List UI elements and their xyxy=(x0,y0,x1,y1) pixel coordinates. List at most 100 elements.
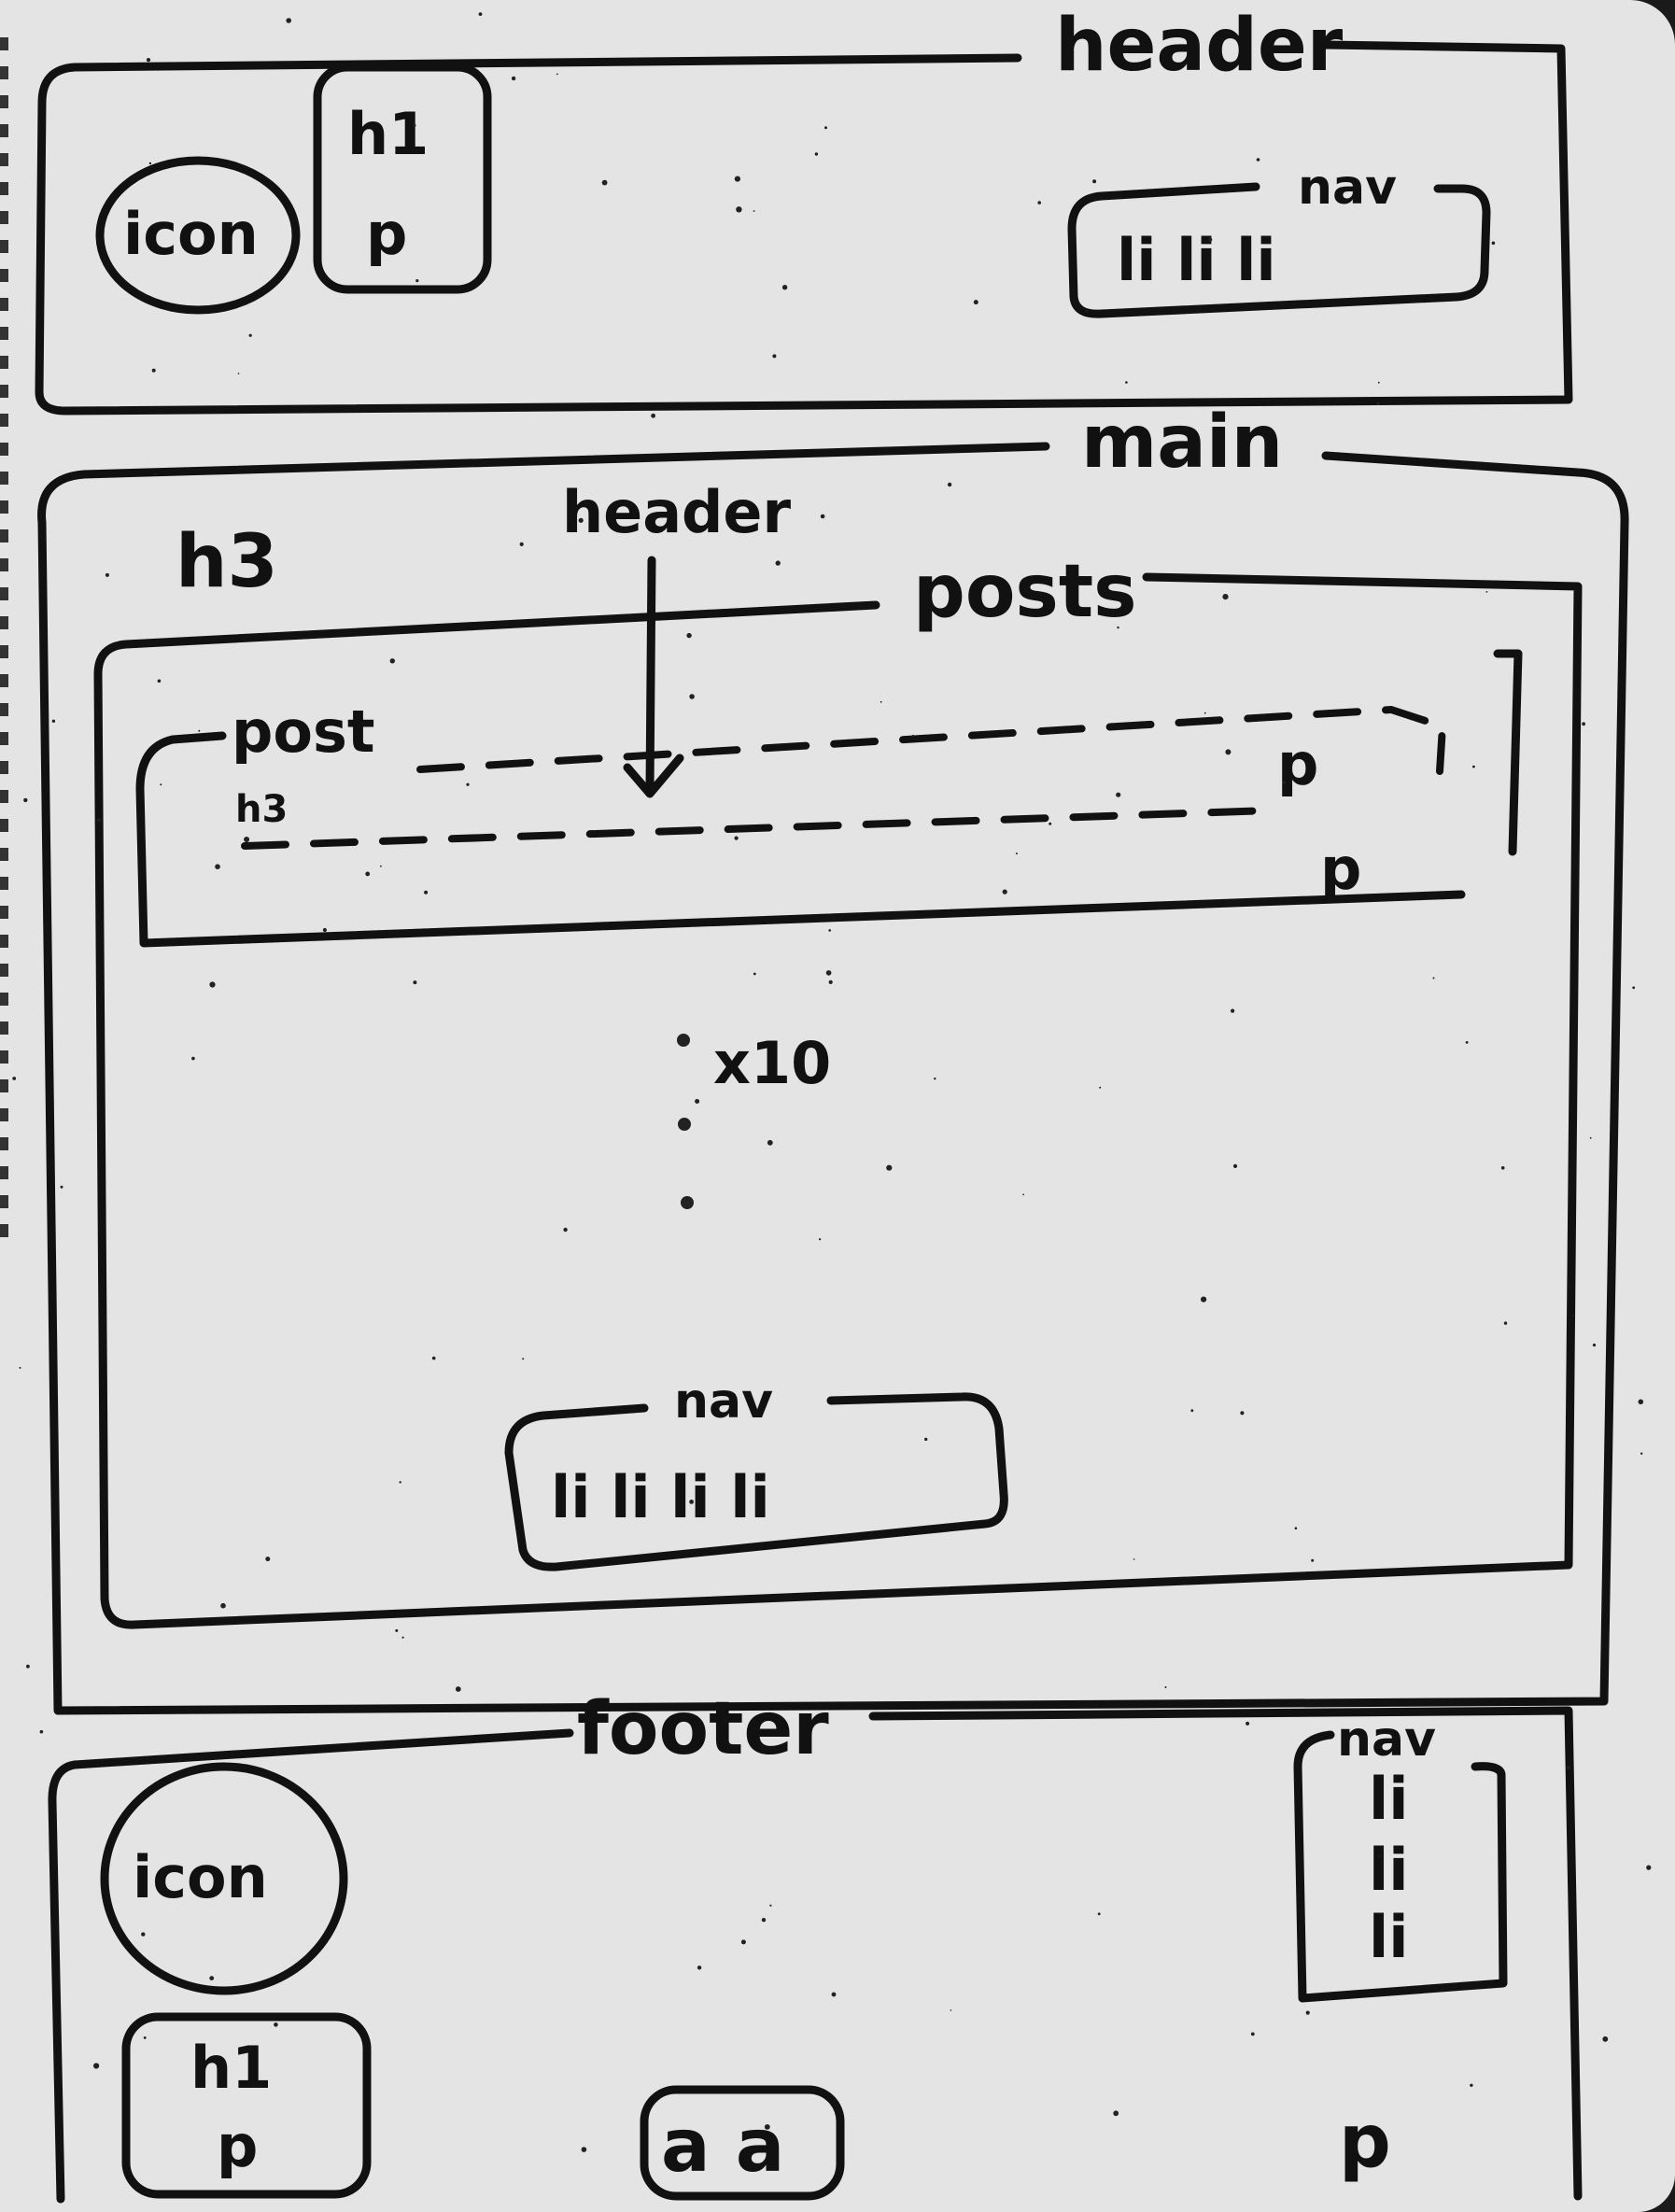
binding-mark xyxy=(0,906,8,919)
paper-speck xyxy=(1201,1296,1207,1303)
paper-speck xyxy=(651,413,655,418)
paper-speck xyxy=(51,719,56,723)
header-icon-circle xyxy=(95,156,301,315)
paper-speck xyxy=(819,1238,822,1241)
binding-mark xyxy=(0,761,8,774)
paper-speck xyxy=(244,837,250,842)
paper-speck xyxy=(209,1976,215,1981)
paper-speck xyxy=(424,890,429,895)
paper-speck xyxy=(828,929,831,932)
paper-speck xyxy=(97,818,101,823)
paper-speck xyxy=(973,300,978,305)
posts-box xyxy=(93,572,1583,1629)
paper-speck xyxy=(1632,986,1636,990)
post-header-dashes-top xyxy=(416,705,1447,775)
footer-nav-item-3: li xyxy=(1369,1903,1409,1971)
post-box-right xyxy=(1493,649,1523,856)
paper-speck xyxy=(689,694,695,699)
footer-nav-box xyxy=(1293,1730,1508,2003)
paper-speck xyxy=(157,679,162,683)
binding-mark xyxy=(0,66,8,79)
paper-speck xyxy=(151,368,156,373)
paper-speck xyxy=(478,12,483,16)
paper-speck xyxy=(1589,1136,1592,1139)
paper-speck xyxy=(563,1227,568,1233)
footer-nav-label: nav xyxy=(1337,1712,1436,1768)
paper-speck xyxy=(1256,158,1260,162)
paper-speck xyxy=(689,1500,694,1504)
paper-speck xyxy=(105,572,109,577)
paper-speck xyxy=(198,729,201,732)
paper-speck xyxy=(697,1965,702,1970)
paper-speck xyxy=(519,542,524,547)
paper-speck xyxy=(1640,1452,1643,1455)
paper-speck xyxy=(1085,310,1089,313)
paper-speck xyxy=(1133,1558,1135,1560)
binding-mark xyxy=(0,414,8,427)
header-nav-items: li li li xyxy=(1117,226,1276,294)
binding-mark xyxy=(0,385,8,398)
binding-mark xyxy=(0,1166,8,1179)
paper-speck xyxy=(1638,1399,1644,1405)
binding-mark xyxy=(0,529,8,542)
paper-speck xyxy=(1250,2032,1255,2036)
paper-speck xyxy=(775,560,781,566)
paper-speck xyxy=(395,1628,399,1632)
post-paragraph-1: p xyxy=(1277,730,1318,798)
paper-speck xyxy=(1582,722,1585,726)
paper-speck xyxy=(1311,1558,1315,1562)
footer-nav-item-2: li xyxy=(1369,1836,1409,1904)
paper-speck xyxy=(1500,1166,1505,1170)
main-label: main xyxy=(1081,401,1283,485)
paper-speck xyxy=(466,782,470,786)
paper-speck xyxy=(686,632,692,639)
paper-speck xyxy=(911,734,914,738)
paper-speck xyxy=(401,1636,404,1639)
binding-mark xyxy=(0,472,8,485)
binding-mark xyxy=(0,877,8,890)
paper-speck xyxy=(1225,749,1232,755)
paper-speck xyxy=(761,1918,767,1923)
paper-speck xyxy=(413,980,417,985)
notebook-binding xyxy=(0,37,8,1237)
paper-speck xyxy=(734,836,739,840)
paper-speck xyxy=(380,865,382,867)
paper-speck xyxy=(880,700,882,703)
paper-speck xyxy=(814,152,819,156)
binding-mark xyxy=(0,443,8,456)
footer-nav-item-1: li xyxy=(1369,1765,1409,1833)
repeat-note: x10 xyxy=(713,1029,831,1097)
footer-title-text: p xyxy=(217,2112,258,2180)
binding-mark xyxy=(0,1050,8,1064)
paper-speck xyxy=(1472,765,1475,768)
binding-mark xyxy=(0,558,8,571)
paper-speck xyxy=(1002,889,1007,895)
paper-speck xyxy=(60,1185,63,1189)
posts-nav-items: li li li li xyxy=(551,1463,770,1531)
paper-speck xyxy=(93,2063,100,2069)
footer-links-box xyxy=(640,2085,845,2201)
paper-speck xyxy=(191,1056,195,1061)
binding-mark xyxy=(0,240,8,253)
binding-mark xyxy=(0,964,8,977)
paper-speck xyxy=(1432,977,1435,979)
paper-speck xyxy=(824,126,827,130)
paper-speck xyxy=(39,1729,44,1734)
paper-speck xyxy=(753,972,756,976)
header-title-box xyxy=(313,63,492,294)
binding-mark xyxy=(0,674,8,687)
paper-speck xyxy=(1203,712,1206,714)
paper-speck xyxy=(237,373,240,374)
footer-title-heading: h1 xyxy=(190,2034,272,2102)
binding-mark xyxy=(0,356,8,369)
paper-speck xyxy=(764,2124,770,2130)
paper-speck xyxy=(220,1602,226,1609)
paper-speck xyxy=(1246,1721,1250,1726)
posts-label: posts xyxy=(913,550,1137,634)
paper-speck xyxy=(511,76,516,81)
paper-speck xyxy=(1240,1411,1245,1416)
paper-speck xyxy=(1294,1527,1298,1529)
paper-speck xyxy=(947,482,952,487)
